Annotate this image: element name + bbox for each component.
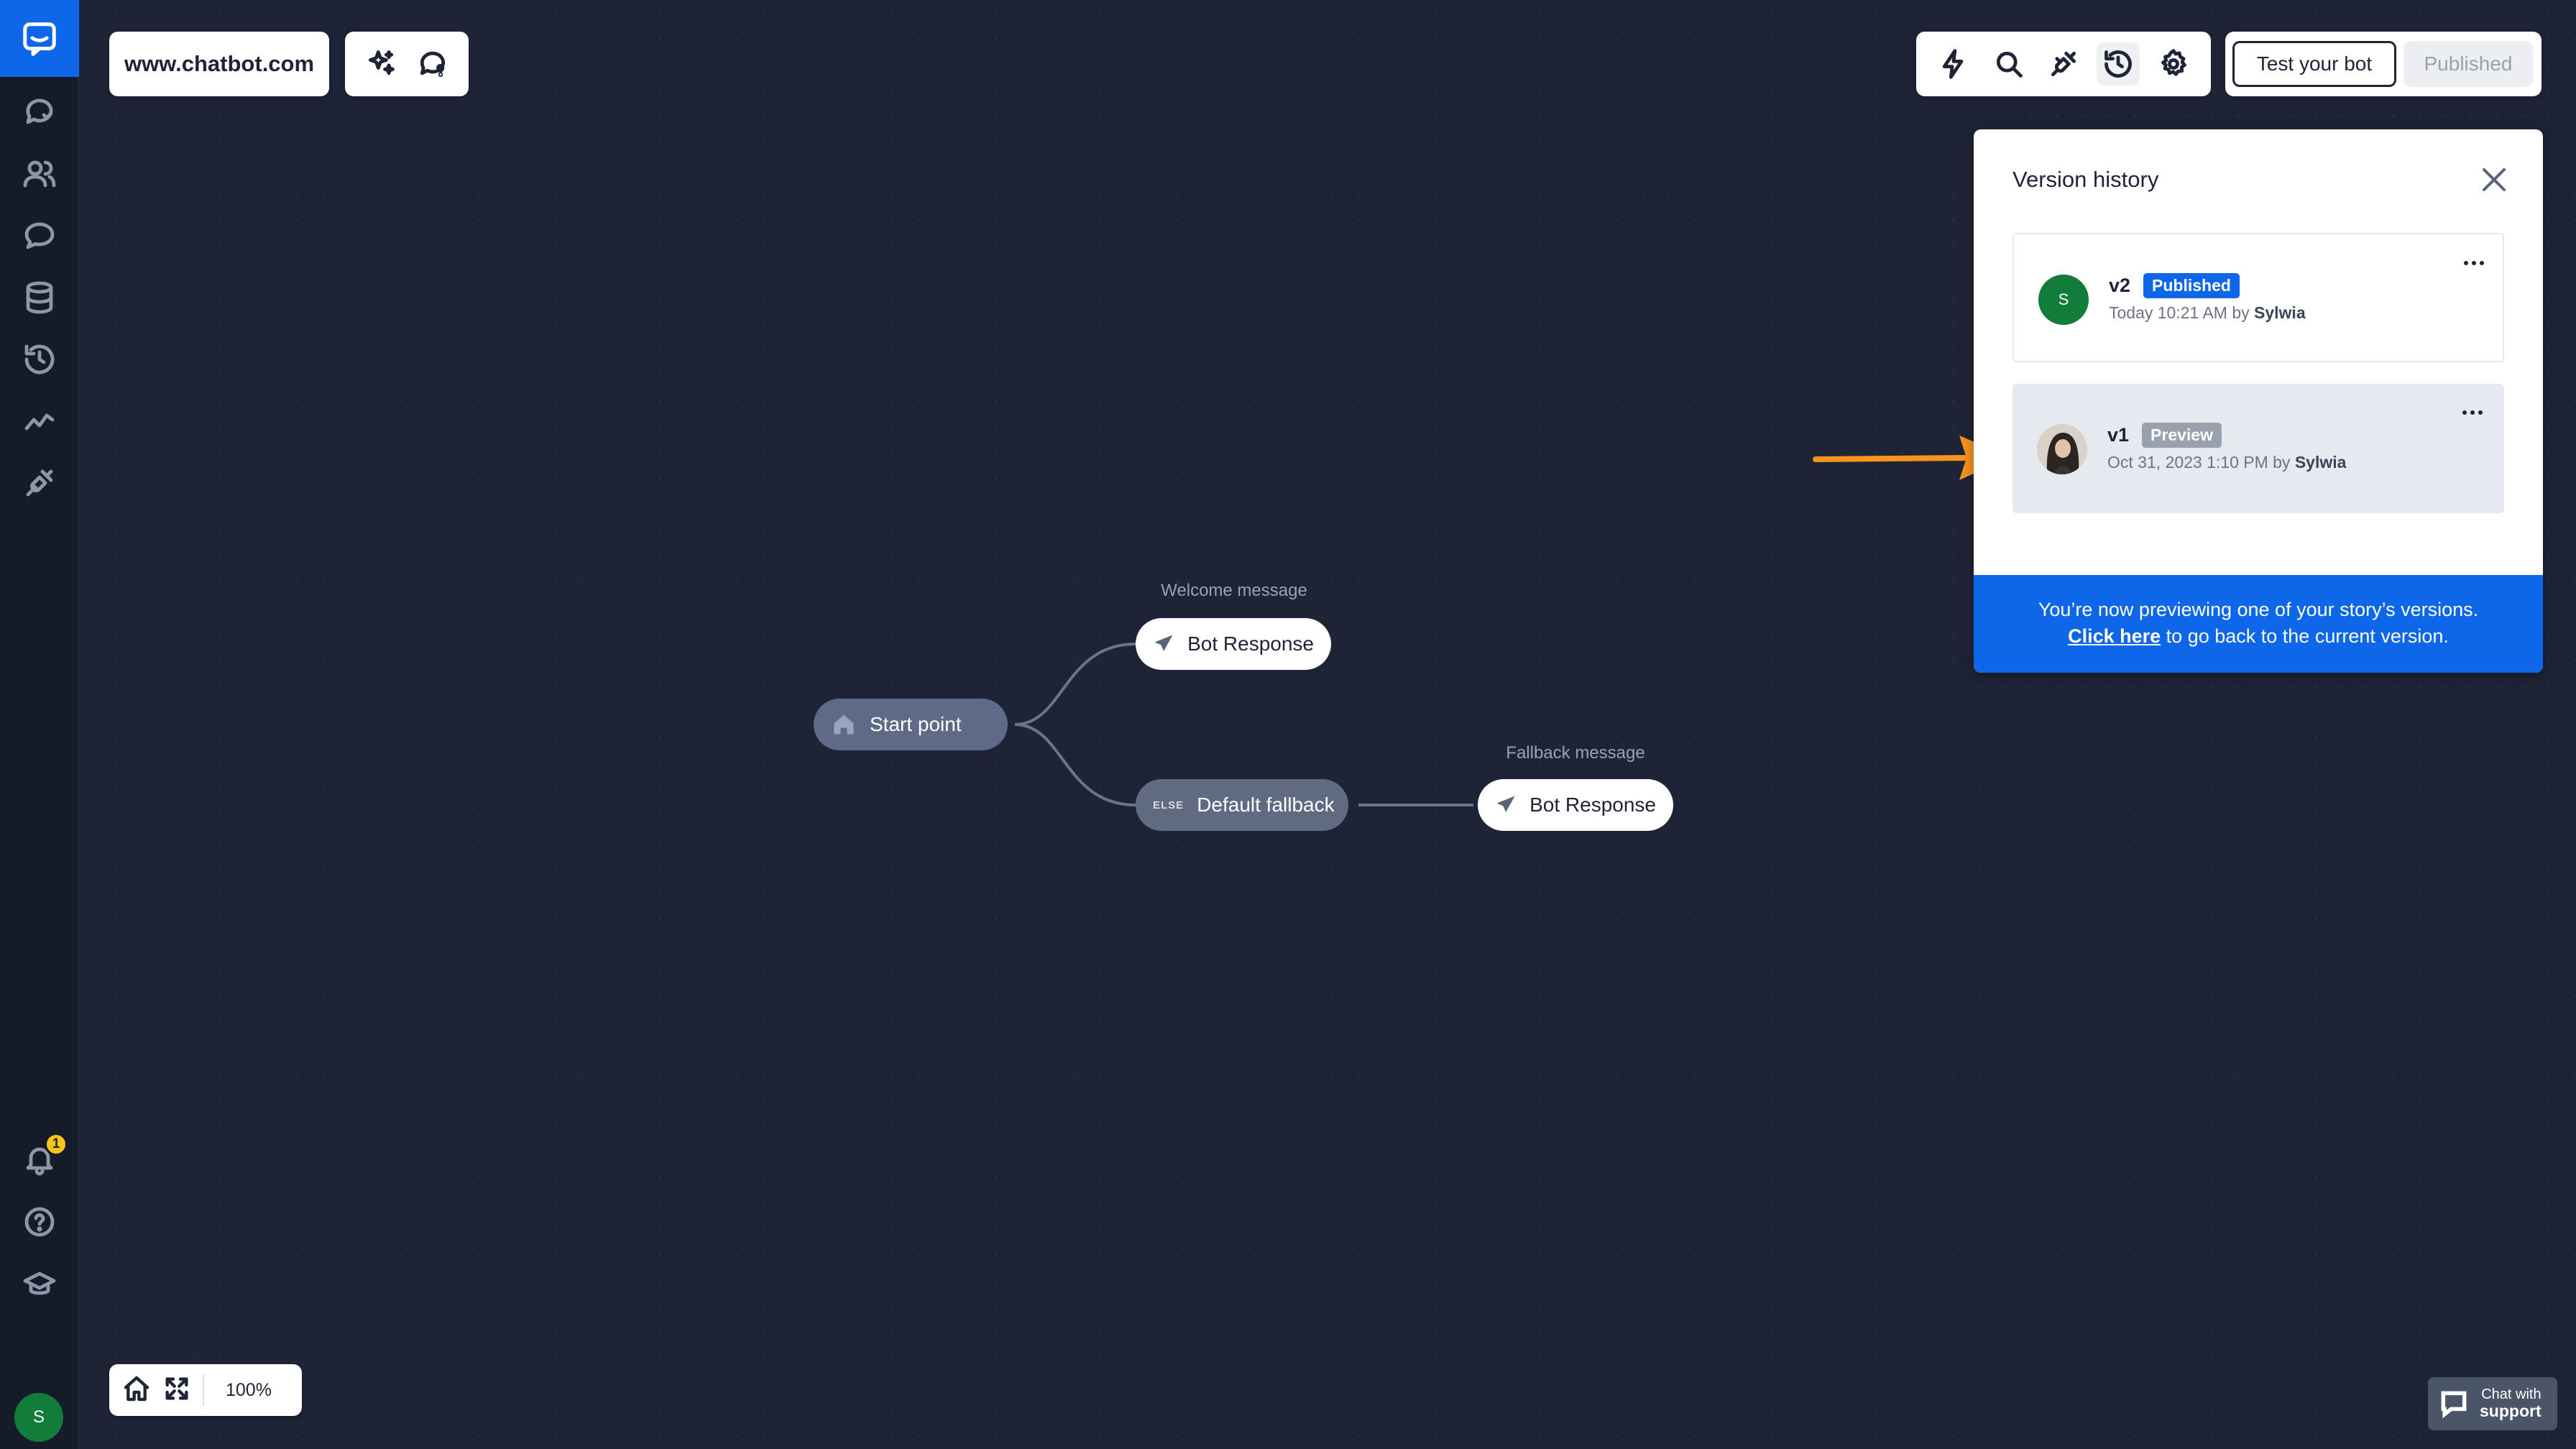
analytics-icon[interactable] (0, 390, 79, 452)
preview-badge: Preview (2142, 423, 2222, 448)
support-line-1: Chat with (2481, 1386, 2542, 1402)
version-header: v1 Preview (2107, 423, 2222, 448)
default-fallback-node[interactable]: ELSE Default fallback (1136, 779, 1348, 831)
chatbot-logo-icon[interactable] (0, 0, 79, 77)
author-photo-avatar (2037, 424, 2087, 474)
published-button[interactable]: Published (2404, 41, 2533, 87)
fallback-message-label: Fallback message (1506, 743, 1645, 763)
zoom-level[interactable]: 100% (226, 1379, 272, 1400)
chats-icon[interactable] (0, 205, 79, 267)
support-line-2: support (2480, 1402, 2542, 1420)
send-icon (1154, 635, 1173, 652)
version-card-v1[interactable]: v1 Preview Oct 31, 2023 1:10 PM by Sylwi… (2012, 384, 2504, 513)
chat-with-support-button[interactable]: Chat with support (2428, 1377, 2557, 1430)
integrations-plug-icon[interactable] (0, 452, 79, 514)
version-timestamp: Today 10:21 AM by (2109, 303, 2250, 322)
author-avatar: S (2038, 275, 2089, 325)
version-name: v2 (2109, 275, 2131, 296)
preview-banner-suffix: to go back to the current version. (2161, 625, 2449, 647)
fallback-bot-response-node[interactable]: Bot Response (1478, 779, 1673, 831)
fallback-bot-response-label: Bot Response (1530, 794, 1656, 816)
zoom-divider (203, 1374, 204, 1406)
version-card-v2[interactable]: S v2 Published Today 10:21 AM by Sylwia (2012, 233, 2504, 362)
zoom-controls: 100% (109, 1364, 302, 1416)
preview-banner-text: You’re now previewing one of your story’… (2038, 599, 2479, 620)
version-history-panel: Version history S v2 Published Today 10:… (1974, 129, 2543, 673)
assist-toolbar (345, 32, 469, 96)
version-meta: Today 10:21 AM by Sylwia (2109, 303, 2306, 323)
version-header: v2 Published (2109, 273, 2240, 298)
more-options-icon[interactable] (2455, 404, 2490, 421)
version-history-title: Version history (2012, 167, 2159, 192)
start-point-node[interactable]: Start point (814, 699, 1008, 750)
left-sidebar: 1 S (0, 0, 79, 1449)
more-options-icon[interactable] (2457, 254, 2491, 272)
search-icon[interactable] (1987, 42, 2030, 86)
click-here-link[interactable]: Click here (2068, 625, 2161, 647)
help-icon[interactable] (0, 1191, 79, 1253)
close-icon[interactable] (2477, 162, 2511, 197)
stories-icon[interactable] (0, 81, 79, 143)
version-name: v1 (2107, 424, 2130, 446)
history-icon[interactable] (0, 328, 79, 390)
home-icon (834, 714, 854, 735)
plug-icon[interactable] (2042, 42, 2085, 86)
preview-banner-action: Click here to go back to the current ver… (1974, 623, 2543, 650)
user-avatar[interactable]: S (14, 1393, 63, 1442)
test-your-bot-button[interactable]: Test your bot (2232, 41, 2396, 87)
version-author: Sylwia (2294, 453, 2347, 472)
welcome-bot-response-node[interactable]: Bot Response (1136, 618, 1331, 670)
academy-graduation-icon[interactable] (0, 1254, 79, 1316)
notifications-bell-icon[interactable] (0, 1128, 79, 1190)
version-history-icon[interactable] (2097, 42, 2140, 86)
version-author: Sylwia (2254, 303, 2306, 322)
start-point-label: Start point (870, 713, 962, 735)
default-fallback-label: Default fallback (1197, 794, 1335, 816)
home-icon[interactable] (122, 1374, 151, 1407)
users-icon[interactable] (0, 143, 79, 205)
version-meta: Oct 31, 2023 1:10 PM by Sylwia (2107, 453, 2346, 472)
version-timestamp: Oct 31, 2023 1:10 PM by (2107, 453, 2291, 472)
preview-banner: You’re now previewing one of your story’… (1974, 575, 2543, 673)
welcome-message-label: Welcome message (1161, 581, 1307, 600)
publish-controls: Test your bot Published (2225, 32, 2542, 96)
lightning-icon[interactable] (1932, 42, 1975, 86)
send-icon (1496, 796, 1515, 813)
welcome-bot-response-label: Bot Response (1187, 632, 1314, 655)
chat-question-icon[interactable] (411, 42, 454, 86)
canvas-toolbar (1916, 32, 2211, 96)
else-tag: ELSE (1153, 799, 1184, 811)
published-badge: Published (2143, 273, 2240, 298)
ai-sparkle-icon[interactable] (359, 42, 402, 86)
website-selector[interactable]: www.chatbot.com (109, 32, 329, 96)
support-chat-icon (2441, 1391, 2467, 1419)
database-icon[interactable] (0, 267, 79, 328)
settings-gear-icon[interactable] (2152, 42, 2195, 86)
notification-count-badge: 1 (45, 1133, 68, 1156)
fit-to-screen-icon[interactable] (162, 1374, 191, 1407)
